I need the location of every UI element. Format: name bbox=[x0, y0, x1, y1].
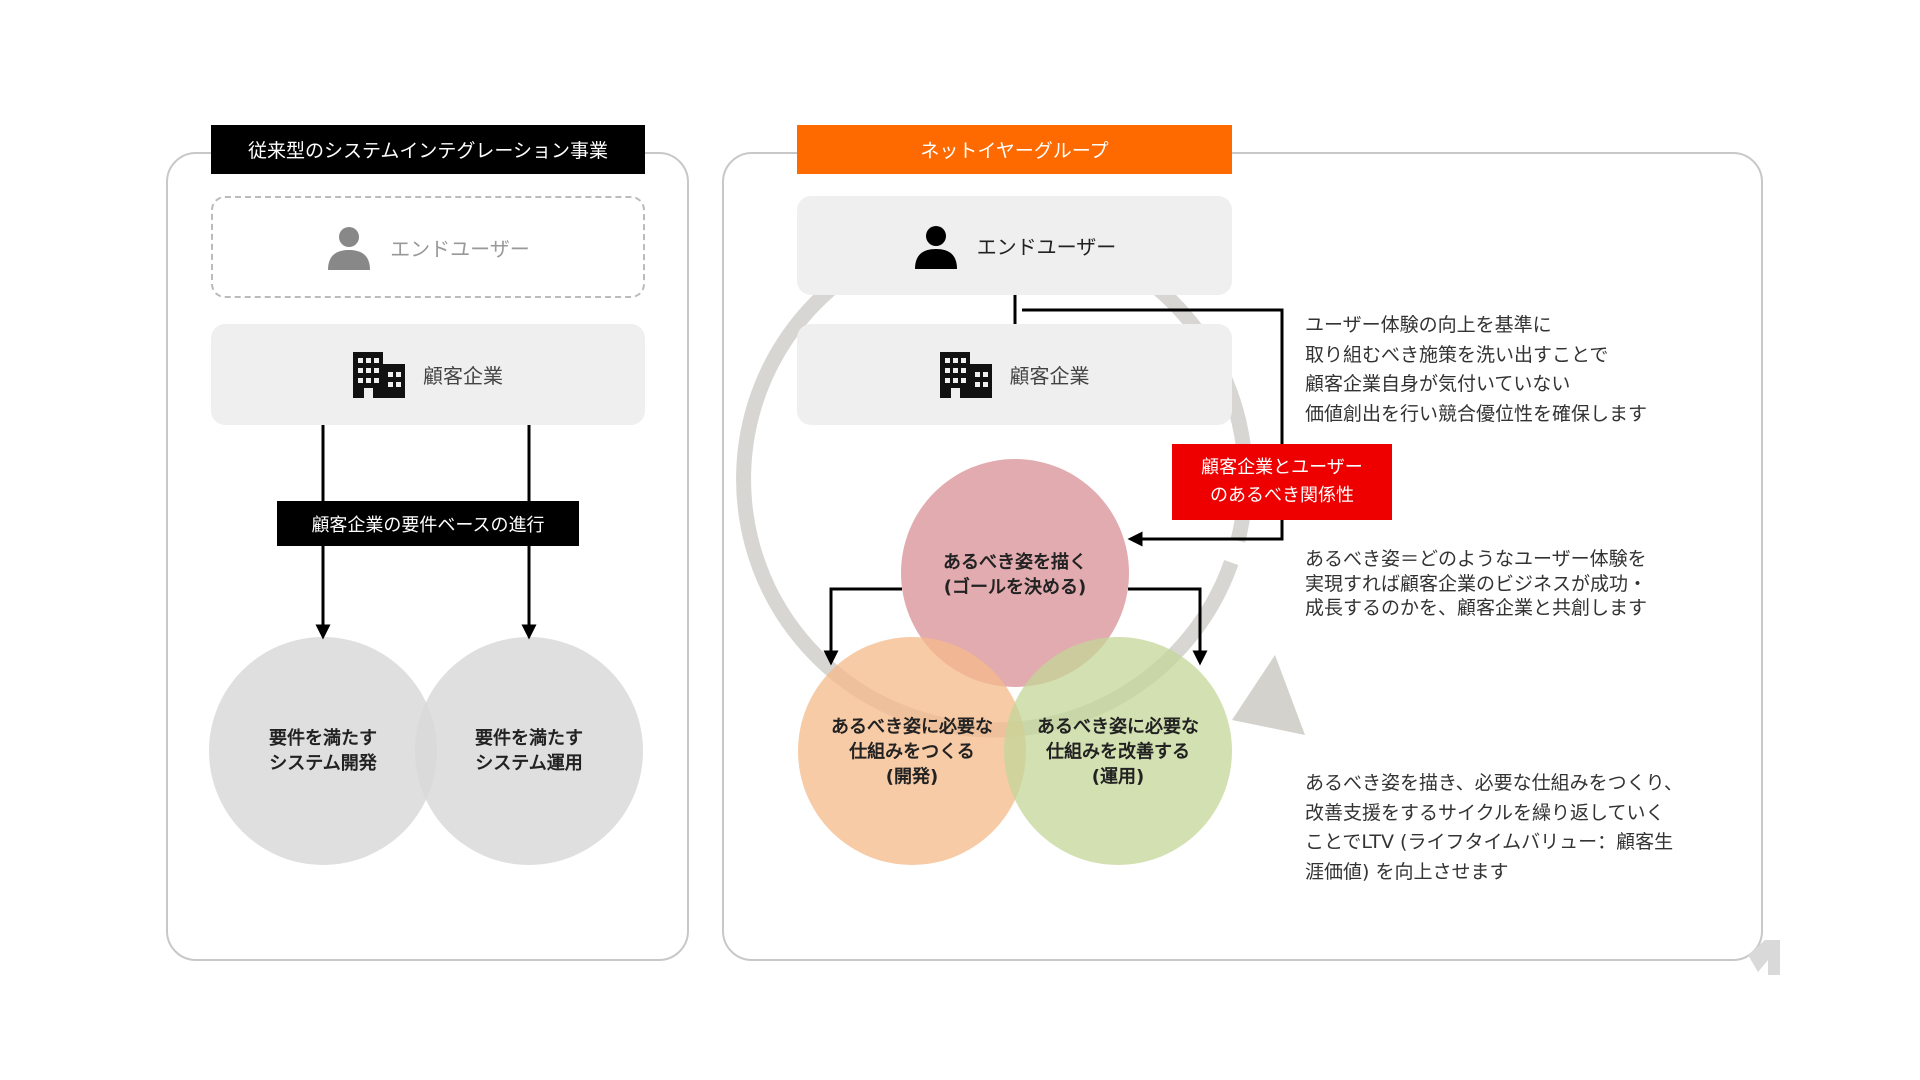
arrow-to-dev bbox=[823, 587, 902, 666]
text-line: ユーザー体験の向上を基準に bbox=[1305, 314, 1552, 336]
text-line: システム運用 bbox=[475, 753, 583, 774]
description-1: ユーザー体験の向上を基準に 取り組むべき施策を洗い出すことで 顧客企業自身が気付… bbox=[1305, 311, 1647, 429]
left-circle-ops bbox=[415, 637, 643, 865]
circle-dev-text: あるべき姿に必要な仕組みをつくる (開発) bbox=[831, 715, 993, 790]
text-line: 仕組みをつくる bbox=[849, 741, 975, 763]
circle-ops-text: あるべき姿に必要な仕組みを改善する (運用) bbox=[1037, 715, 1199, 790]
text-line: 仕組みを改善する bbox=[1046, 741, 1190, 763]
circle-goal-text: あるべき姿を描く (ゴールを決める) bbox=[943, 550, 1087, 600]
text-line: 価値創出を行い競合優位性を確保します bbox=[1305, 402, 1648, 425]
text-line: 改善支援をするサイクルを繰り返していく bbox=[1305, 801, 1665, 824]
text-line: (ゴールを決める) bbox=[943, 577, 1087, 598]
text-line: ことでLTV (ライフタイムバリュー：顧客生 bbox=[1305, 831, 1674, 853]
text-line: あるべき姿を描き、必要な仕組みをつくり、 bbox=[1305, 772, 1683, 794]
left-circle-dev bbox=[209, 637, 437, 865]
text-line: 成長するのかを、顧客企業と共創します bbox=[1305, 597, 1648, 619]
left-end-user-label: エンドユーザー bbox=[390, 236, 530, 261]
right-customer-box: 顧客企業 bbox=[797, 324, 1232, 425]
person-icon bbox=[914, 225, 957, 269]
arrow-to-ops bbox=[1128, 587, 1208, 666]
text-line: 実現すれば顧客企業のビジネスが成功・ bbox=[1305, 572, 1648, 595]
left-end-user-box: エンドユーザー bbox=[211, 196, 645, 298]
text-line: のあるべき関係性 bbox=[1210, 485, 1354, 506]
right-end-user-label: エンドユーザー bbox=[976, 235, 1117, 259]
text-line: あるべき姿＝どのようなユーザー体験を bbox=[1305, 548, 1647, 570]
text-line: 涯価値) を向上させます bbox=[1305, 860, 1509, 883]
text-line: (運用) bbox=[1091, 766, 1145, 788]
text-line: あるべき姿を描く bbox=[943, 552, 1087, 573]
text-line: システム開発 bbox=[269, 753, 377, 774]
left-customer-label: 顧客企業 bbox=[423, 364, 503, 388]
left-customer-box: 顧客企業 bbox=[211, 324, 645, 425]
right-end-user-box: エンドユーザー bbox=[797, 196, 1232, 295]
building-icon bbox=[353, 351, 405, 398]
building-icon bbox=[939, 351, 992, 398]
text-line: 要件を満たす bbox=[475, 728, 583, 749]
circle-ops bbox=[1004, 637, 1232, 865]
circle-dev bbox=[798, 637, 1026, 865]
description-3: あるべき姿を描き、必要な仕組みをつくり、 改善支援をするサイクルを繰り返していく… bbox=[1305, 769, 1683, 887]
cycle-arrowhead-icon bbox=[1232, 655, 1305, 735]
text-line: (開発) bbox=[885, 766, 939, 788]
left-circle-ops-text: 要件を満たすシステム運用 bbox=[475, 726, 583, 776]
text-line: 顧客企業自身が気付いていない bbox=[1305, 373, 1571, 395]
circle-goal bbox=[901, 459, 1129, 687]
left-circle-dev-text: 要件を満たすシステム開発 bbox=[269, 726, 377, 776]
right-customer-label: 顧客企業 bbox=[1009, 364, 1090, 388]
logo-mark bbox=[1748, 940, 1780, 975]
left-title: 従来型のシステムインテグレーション事業 bbox=[211, 125, 645, 174]
text-line: 要件を満たす bbox=[269, 728, 377, 749]
left-process-label: 顧客企業の要件ベースの進行 bbox=[277, 501, 579, 546]
text-line: 顧客企業とユーザー bbox=[1201, 457, 1363, 478]
relation-label: 顧客企業とユーザー のあるべき関係性 bbox=[1172, 444, 1392, 520]
person-icon bbox=[328, 227, 371, 270]
text-line: あるべき姿に必要な bbox=[831, 716, 993, 738]
description-2: あるべき姿＝どのようなユーザー体験を 実現すれば顧客企業のビジネスが成功・ 成長… bbox=[1305, 547, 1647, 621]
text-line: あるべき姿に必要な bbox=[1037, 716, 1199, 738]
relation-connector bbox=[1022, 308, 1284, 547]
right-title: ネットイヤーグループ bbox=[797, 125, 1232, 174]
text-line: 取り組むべき施策を洗い出すことで bbox=[1305, 343, 1609, 366]
